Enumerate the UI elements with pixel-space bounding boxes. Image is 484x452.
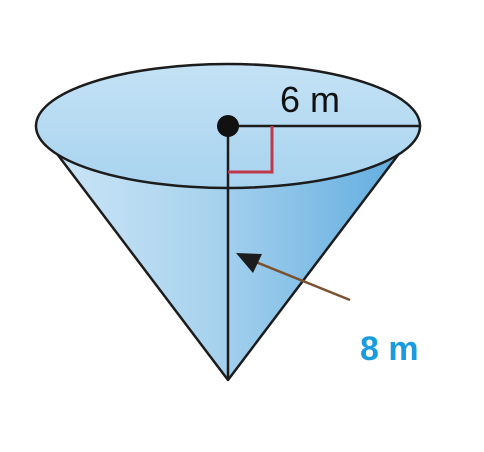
center-point [217, 115, 239, 137]
right-angle-marker [228, 126, 274, 174]
radius-label: 6 m [280, 79, 340, 120]
height-arrow-head [236, 253, 262, 273]
height-label: 8 m [360, 330, 419, 368]
height-arrow-shaft [245, 256, 351, 302]
